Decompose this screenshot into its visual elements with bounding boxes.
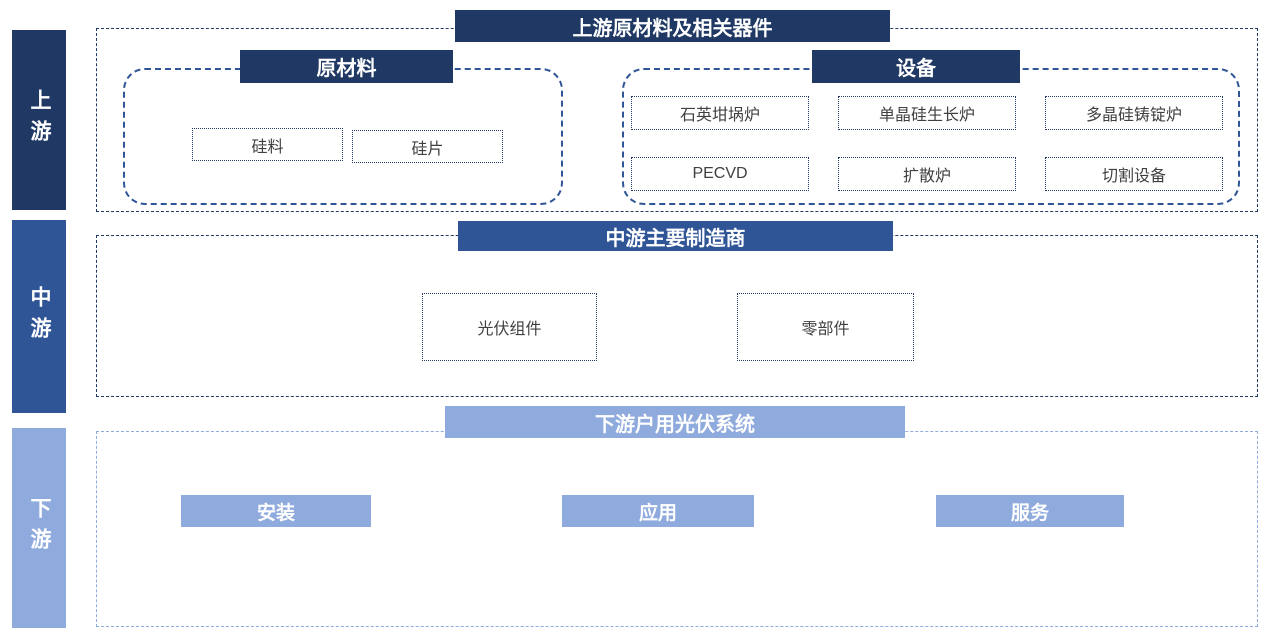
item-quartz-crucible-furnace: 石英坩埚炉 xyxy=(631,96,809,130)
midstream-section-frame xyxy=(96,235,1258,397)
raw-materials-group-title: 原材料 xyxy=(240,50,453,83)
downstream-section-frame xyxy=(96,431,1258,627)
downstream-section-title: 下游户用光伏系统 xyxy=(445,406,905,438)
midstream-section-title: 中游主要制造商 xyxy=(458,221,893,251)
item-monocrystalline-growth-furnace: 单晶硅生长炉 xyxy=(838,96,1016,130)
upstream-section-title: 上游原材料及相关器件 xyxy=(455,10,890,42)
rail-label-downstream: 下游 xyxy=(12,428,66,628)
item-installation: 安装 xyxy=(181,495,371,527)
item-diffusion-furnace: 扩散炉 xyxy=(838,157,1016,191)
item-silicon-wafer: 硅片 xyxy=(352,130,503,163)
item-polycrystalline-ingot-furnace: 多晶硅铸锭炉 xyxy=(1045,96,1223,130)
equipment-group-title: 设备 xyxy=(812,50,1020,83)
item-components: 零部件 xyxy=(737,293,914,361)
item-service: 服务 xyxy=(936,495,1124,527)
item-cutting-equipment: 切割设备 xyxy=(1045,157,1223,191)
item-silicon-material: 硅料 xyxy=(192,128,343,161)
item-application: 应用 xyxy=(562,495,754,527)
item-pecvd: PECVD xyxy=(631,157,809,191)
rail-label-upstream: 上游 xyxy=(12,30,66,210)
item-pv-modules: 光伏组件 xyxy=(422,293,597,361)
rail-label-midstream: 中游 xyxy=(12,220,66,413)
